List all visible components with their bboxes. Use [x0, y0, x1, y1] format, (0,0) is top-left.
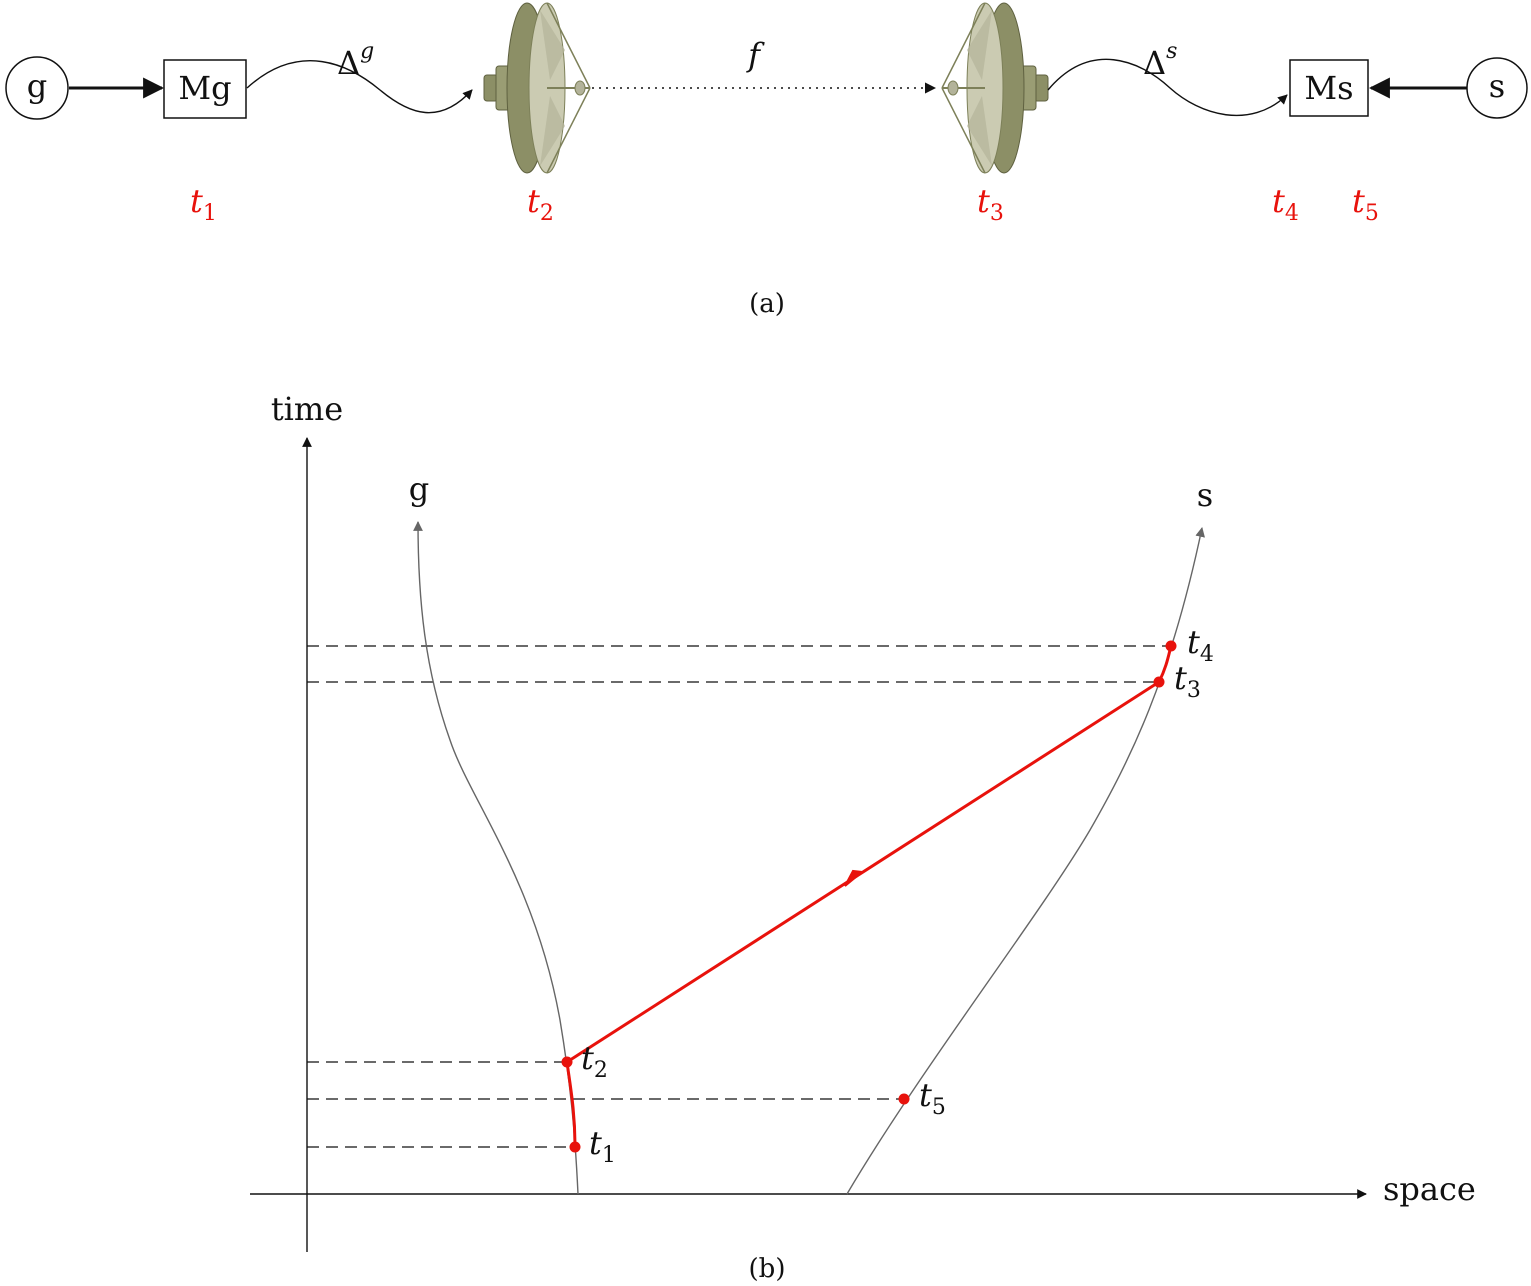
event-point-t4: [1165, 640, 1177, 652]
ms-box: Ms: [1289, 59, 1369, 117]
ms-box-label: Ms: [1304, 69, 1353, 107]
ground-node-label: g: [27, 67, 47, 105]
panel-a: g Mg Δg f: [5, 2, 1528, 319]
time-label-t4: t4: [1272, 182, 1299, 226]
ground-worldline-label: g: [409, 470, 429, 508]
mg-box-label: Mg: [178, 69, 231, 107]
delta-s-label: Δs: [1143, 39, 1177, 82]
ground-worldline: [413, 521, 579, 1195]
event-label-t1: t1: [589, 1124, 616, 1168]
time-axis-label: time: [271, 390, 343, 428]
time-label-t5: t5: [1352, 182, 1379, 226]
space-axis-label: space: [1383, 1170, 1476, 1208]
mg-box: Mg: [163, 59, 247, 119]
event-label-t4: t4: [1187, 623, 1214, 667]
ground-dish-icon: [483, 2, 591, 174]
event-point-t5: [898, 1093, 910, 1105]
time-label-t2: t2: [527, 182, 554, 226]
satellite-dish-icon: [941, 2, 1049, 174]
event-point-t1: [569, 1141, 581, 1153]
event-point-t2: [561, 1056, 573, 1068]
signal-path-ground: [565, 1061, 577, 1148]
delta-g-wavy-arrow: [246, 60, 473, 114]
event-label-t2: t2: [581, 1039, 608, 1083]
time-label-t1: t1: [190, 182, 217, 226]
delta-s-wavy-arrow: [1047, 58, 1288, 117]
caption-b: (b): [749, 1254, 786, 1284]
event-label-t3: t3: [1174, 659, 1201, 703]
link-f-label: f: [746, 36, 765, 74]
ground-node: g: [5, 56, 69, 120]
signal-path-satellite: [1157, 645, 1173, 683]
satellite-node: s: [1466, 57, 1528, 119]
caption-a: (a): [749, 289, 785, 319]
delta-g-label: Δg: [337, 39, 374, 82]
satellite-node-label: s: [1489, 67, 1505, 105]
event-point-t3: [1153, 676, 1165, 688]
signal-direction-arrow: [844, 869, 865, 887]
satellite-worldline: [846, 527, 1205, 1195]
event-label-t5: t5: [919, 1076, 946, 1120]
satellite-worldline-label: s: [1197, 476, 1213, 514]
time-label-t3: t3: [977, 182, 1004, 226]
panel-b: time space g s t1 t2 t3 t4 t5 (b): [250, 390, 1476, 1284]
